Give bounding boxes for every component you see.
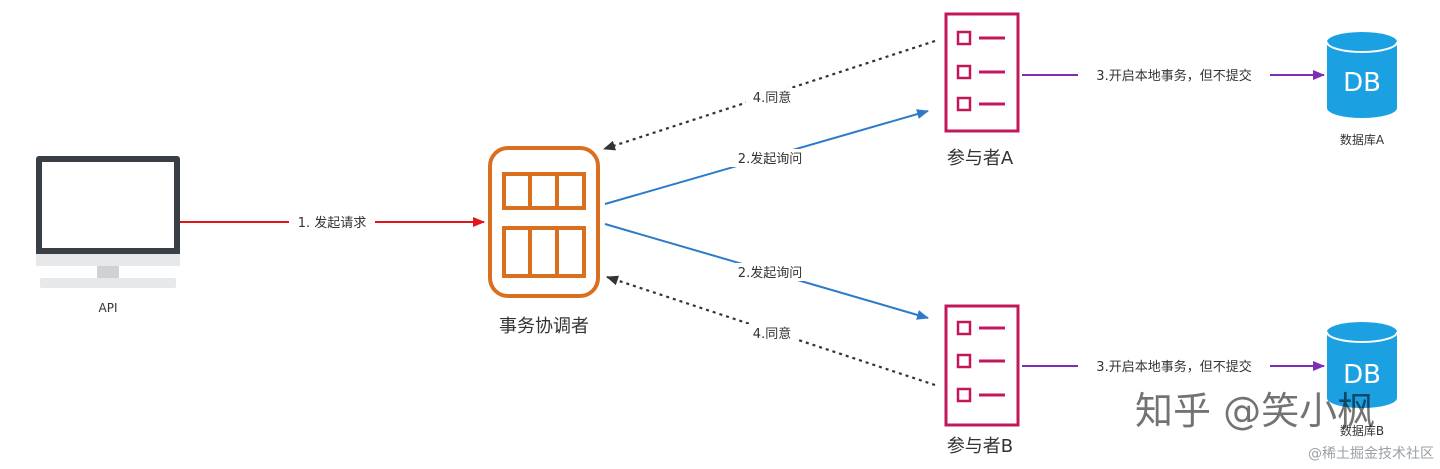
db-b-icon-text: DB bbox=[1343, 360, 1381, 390]
edge-local-tx-b-label: 3.开启本地事务，但不提交 bbox=[1096, 359, 1251, 375]
participant-a-node: 参与者A bbox=[944, 12, 1020, 169]
edge-local-tx-a: 3.开启本地事务，但不提交 bbox=[1022, 66, 1325, 84]
edge-ask-a-label: 2.发起询问 bbox=[738, 151, 802, 167]
edge-local-tx-a-label: 3.开启本地事务，但不提交 bbox=[1096, 68, 1251, 84]
monitor-icon bbox=[36, 156, 180, 288]
edge-agree-a: 4.同意 bbox=[603, 39, 936, 151]
api-label: API bbox=[99, 301, 118, 315]
db-a-label: 数据库A bbox=[1340, 132, 1385, 147]
checklist-icon bbox=[944, 12, 1020, 133]
api-node: API bbox=[36, 156, 180, 315]
edge-agree-b-label: 4.同意 bbox=[753, 326, 791, 342]
participant-b-node: 参与者B bbox=[944, 304, 1020, 457]
zhihu-watermark: 知乎 @笑小枫 bbox=[1135, 389, 1375, 433]
db-b-label: 数据库B bbox=[1340, 423, 1384, 438]
coordinator-icon bbox=[488, 146, 600, 298]
participant-a-label: 参与者A bbox=[947, 148, 1014, 169]
db-b-node: DB 数据库B bbox=[1326, 322, 1398, 438]
checklist-icon bbox=[944, 304, 1020, 427]
db-a-node: DB 数据库A bbox=[1326, 32, 1398, 147]
coordinator-label: 事务协调者 bbox=[499, 316, 589, 337]
edge-agree-a-label: 4.同意 bbox=[753, 90, 791, 106]
edge-agree-b: 4.同意 bbox=[606, 275, 936, 387]
database-icon: DB bbox=[1326, 32, 1398, 118]
edge-ask-b-label: 2.发起询问 bbox=[738, 265, 802, 281]
db-a-icon-text: DB bbox=[1343, 68, 1381, 98]
edge-ask-a: 2.发起询问 bbox=[604, 109, 929, 205]
juejin-watermark: @稀土掘金技术社区 bbox=[1308, 446, 1434, 462]
database-icon: DB bbox=[1326, 322, 1398, 408]
coordinator-node: 事务协调者 bbox=[488, 146, 600, 337]
edge-request-label: 1. 发起请求 bbox=[298, 215, 367, 231]
participant-b-label: 参与者B bbox=[947, 436, 1013, 457]
edge-local-tx-b: 3.开启本地事务，但不提交 bbox=[1022, 357, 1325, 375]
edge-request: 1. 发起请求 bbox=[180, 213, 485, 231]
edge-ask-b: 2.发起询问 bbox=[604, 223, 929, 320]
